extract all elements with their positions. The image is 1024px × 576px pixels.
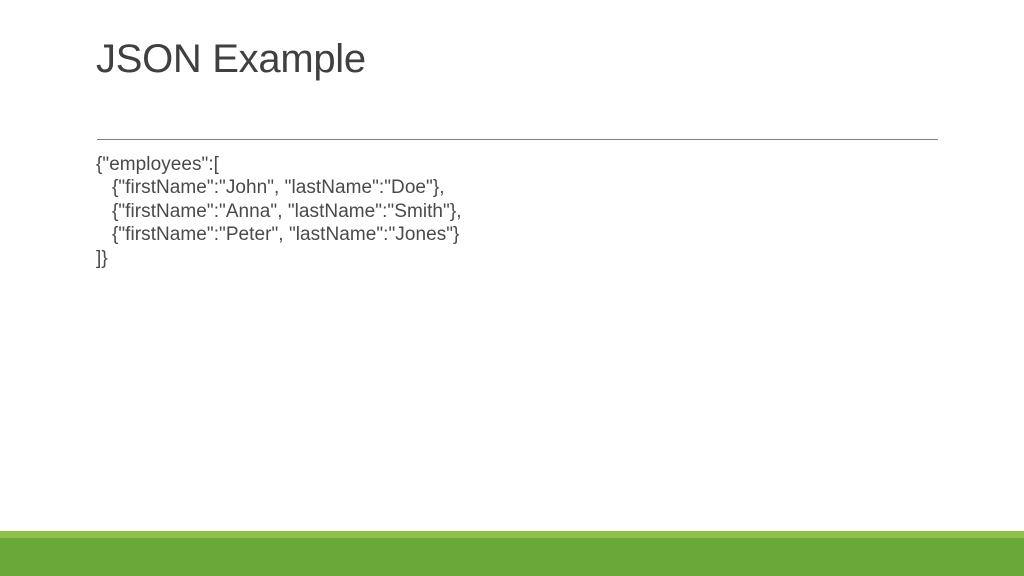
code-line: ]} — [96, 247, 108, 269]
footer-accent-stripe — [0, 531, 1024, 538]
code-line: {"firstName":"John", "lastName":"Doe"}, — [96, 177, 445, 199]
title-divider — [97, 139, 938, 140]
code-line: {"firstName":"Anna", "lastName":"Smith"}… — [96, 200, 462, 222]
json-code-block: {"employees":[ {"firstName":"John", "las… — [96, 153, 956, 270]
page-title: JSON Example — [96, 37, 366, 81]
code-line: {"firstName":"Peter", "lastName":"Jones"… — [96, 224, 460, 246]
code-line: {"employees":[ — [96, 154, 219, 175]
footer-bar — [0, 531, 1024, 576]
footer-main-band — [0, 538, 1024, 576]
